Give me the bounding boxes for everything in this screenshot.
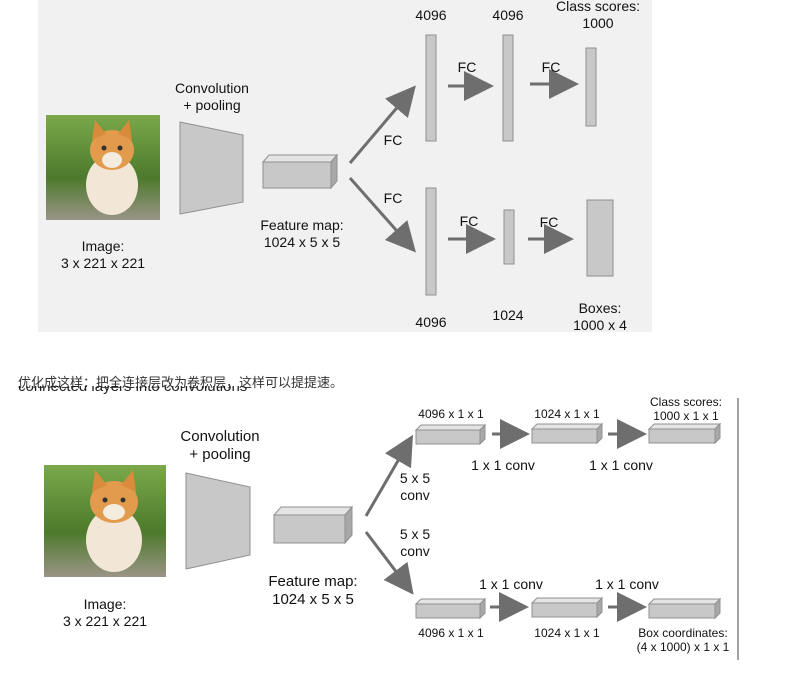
fc-label-3: FC [459, 213, 479, 229]
conv11-label-3: 1 x 1 conv [479, 576, 543, 592]
conv11-label-1: 1 x 1 conv [471, 457, 535, 473]
bottom-feature-label: Feature map: 1024 x 5 x 5 [255, 573, 371, 609]
cropped-heading-text: connected layers into convolutions [18, 386, 318, 394]
boxes-line2: 1000 x 4 [573, 317, 627, 333]
conv55-label-upper: 5 x 5 conv [388, 470, 442, 504]
conv-pooling-shape-top [179, 121, 244, 215]
bottom-conv-label: Convolution + pooling [168, 428, 272, 464]
conv55-upper-line2: conv [400, 487, 430, 503]
fc-bar-4096-box [425, 187, 437, 296]
block-1024-bottom [530, 596, 604, 619]
fc-label-upper-branch: FC [383, 132, 403, 148]
label-4096x1x1-top: 4096 x 1 x 1 [418, 407, 484, 421]
fc-bar-4096-b [502, 34, 514, 142]
block-1024-top [530, 422, 604, 445]
label-class-scores-top: Class scores: 1000 [548, 0, 648, 32]
boxes-line1: Boxes: [578, 300, 622, 316]
arrow-to-box-conv-branch [364, 531, 414, 595]
fc-bar-boxes [586, 199, 614, 277]
kitten-image-bottom [44, 465, 166, 577]
fc-bar-1024-box [503, 209, 515, 265]
arrow-to-class-branch [348, 85, 416, 164]
box-coordinates-line2: (4 x 1000) x 1 x 1 [636, 640, 730, 654]
label-1024-box: 1024 [492, 307, 524, 323]
top-image-label: Image: 3 x 221 x 221 [46, 238, 160, 272]
fc-label-4: FC [539, 214, 559, 230]
conv55-lower-line2: conv [400, 543, 430, 559]
top-feature-label-line2: 1024 x 5 x 5 [263, 234, 341, 250]
top-image-label-line2: 3 x 221 x 221 [60, 255, 146, 271]
label-4096-a: 4096 [415, 7, 447, 23]
label-1024x1x1-bottom: 1024 x 1 x 1 [534, 626, 600, 640]
top-conv-label: Convolution + pooling [160, 80, 264, 114]
class-scores-bottom-line1: Class scores: [649, 395, 723, 409]
fc-bar-4096-a [425, 34, 437, 142]
feature-map-box-bottom [272, 505, 354, 545]
bottom-image-label-line1: Image: [83, 596, 127, 612]
bottom-feature-label-line1: Feature map: [268, 573, 358, 590]
conv11-label-4: 1 x 1 conv [595, 576, 659, 592]
fc-label-lower-branch: FC [383, 190, 403, 206]
conv55-label-lower: 5 x 5 conv [388, 526, 442, 560]
caption-text: 优化成这样：把全连接层改为卷积层，这样可以提提速。 [18, 376, 344, 391]
bottom-image-label-line2: 3 x 221 x 221 [62, 613, 148, 629]
bottom-image-label: Image: 3 x 221 x 221 [44, 596, 166, 630]
label-boxes: Boxes: 1000 x 4 [556, 300, 644, 334]
bottom-conv-label-line2: + pooling [189, 446, 251, 463]
conv-pooling-shape-bottom [185, 472, 251, 570]
conv55-lower-line1: 5 x 5 [399, 526, 431, 542]
block-4096-top [414, 423, 487, 446]
top-conv-label-line2: + pooling [183, 97, 241, 113]
kitten-image-top [46, 115, 160, 220]
top-image-label-line1: Image: [81, 238, 125, 254]
top-feature-label: Feature map: 1024 x 5 x 5 [246, 217, 358, 251]
block-class-scores [647, 422, 722, 445]
class-scores-line2: 1000 [582, 15, 614, 31]
bottom-conv-label-line1: Convolution [180, 428, 260, 445]
class-scores-bottom-line2: 1000 x 1 x 1 [653, 409, 719, 423]
block-box-coordinates [647, 597, 722, 620]
label-4096x1x1-bottom: 4096 x 1 x 1 [418, 626, 484, 640]
box-coordinates-line1: Box coordinates: [638, 626, 728, 640]
class-scores-line1: Class scores: [555, 0, 641, 14]
fc-bar-class-scores [585, 47, 597, 127]
label-4096-box: 4096 [415, 314, 447, 330]
bottom-feature-label-line2: 1024 x 5 x 5 [272, 591, 354, 608]
arrow-to-class-conv-branch [364, 434, 414, 517]
label-class-scores-bottom: Class scores: 1000 x 1 x 1 [636, 395, 736, 423]
conv11-label-2: 1 x 1 conv [589, 457, 653, 473]
block-4096-bottom [414, 597, 487, 620]
cropped-heading-span: connected layers into convolutions [18, 386, 247, 394]
top-feature-label-line1: Feature map: [260, 217, 344, 233]
label-1024x1x1-top: 1024 x 1 x 1 [534, 407, 600, 421]
label-4096-b: 4096 [492, 7, 524, 23]
top-conv-label-line1: Convolution [175, 80, 249, 96]
fc-label-1: FC [457, 59, 477, 75]
feature-map-box-top [261, 153, 339, 190]
conv55-upper-line1: 5 x 5 [399, 470, 431, 486]
fc-label-2: FC [541, 59, 561, 75]
arrow-to-box-branch [348, 177, 416, 253]
label-box-coordinates: Box coordinates: (4 x 1000) x 1 x 1 [626, 626, 740, 654]
